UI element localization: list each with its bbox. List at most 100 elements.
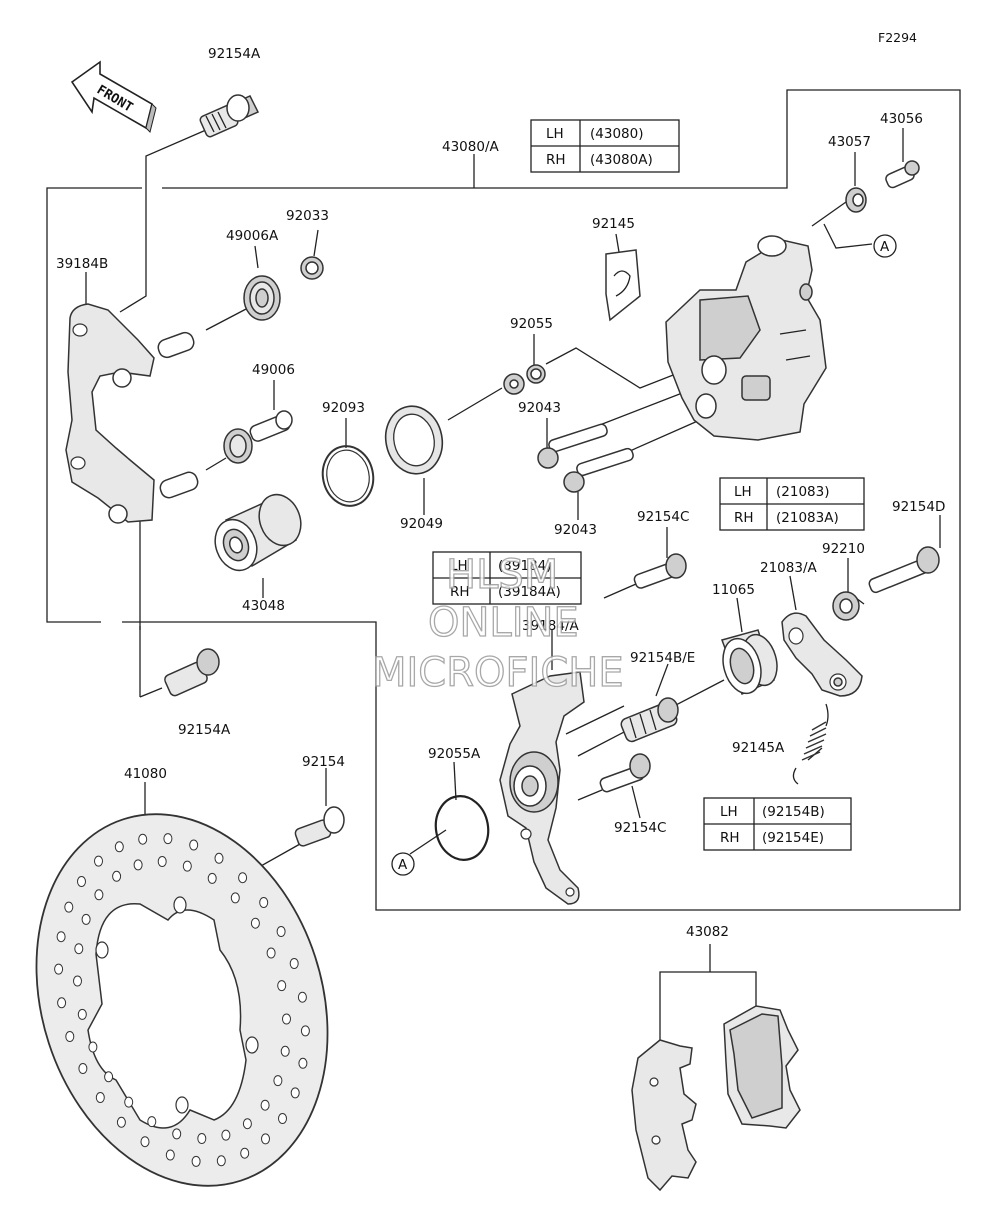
disc-vent-hole (238, 872, 248, 884)
disc-vent-hole (88, 1041, 98, 1053)
svg-text:RH: RH (720, 830, 740, 846)
disc-vent-hole (94, 855, 103, 867)
callout-92154D: 92154D (892, 499, 945, 515)
caliper-bracket-39184B (65, 303, 199, 524)
disc-vent-hole (277, 980, 287, 992)
disc-vent-hole (95, 1092, 105, 1103)
return-spring-92145A (792, 703, 829, 785)
front-arrow-icon: FRONT (70, 60, 157, 133)
piston-43048 (214, 493, 302, 572)
disc-vent-hole (216, 1155, 226, 1167)
disc-vent-hole (77, 1008, 87, 1020)
callout-92145: 92145 (592, 216, 635, 232)
disc-vent-hole (112, 870, 122, 882)
callout-43056: 43056 (880, 111, 923, 127)
svg-text:(43080): (43080) (590, 126, 643, 142)
disc-vent-hole (147, 1116, 157, 1128)
pad-spring-92145 (605, 249, 641, 322)
disc-vent-hole (297, 991, 307, 1003)
seal-92093 (321, 445, 375, 507)
brake-pad-43082-right (723, 1005, 801, 1129)
svg-text:LH: LH (546, 126, 564, 142)
svg-text:LH: LH (450, 558, 468, 574)
callout-43082: 43082 (686, 924, 729, 940)
disc-vent-hole (114, 841, 124, 853)
disc-vent-hole (94, 889, 104, 901)
disc-vent-hole (57, 997, 67, 1009)
lever-21083 (781, 612, 863, 697)
disc-vent-hole (54, 963, 64, 975)
callout-43080A: 43080/A (442, 139, 499, 155)
bolt-92154D (868, 546, 940, 594)
disc-vent-hole (282, 1013, 291, 1025)
callout-49006: 49006 (252, 362, 295, 378)
disc-vent-hole (157, 856, 167, 867)
svg-text:(92154B): (92154B) (762, 804, 825, 820)
bleeder-43056 (885, 160, 920, 189)
callout-92145A: 92145A (732, 740, 785, 756)
callout-49006A: 49006A (226, 228, 279, 244)
bushing-11065 (721, 629, 778, 696)
callout-92210: 92210 (822, 541, 865, 557)
callout-92055: 92055 (510, 316, 553, 332)
callout-92154A-bottom: 92154A (178, 722, 231, 738)
svg-text:LH: LH (720, 804, 738, 820)
svg-text:RH: RH (450, 584, 470, 600)
boot-49006A (243, 275, 281, 321)
disc-vent-hole (56, 931, 66, 943)
callout-92154BE: 92154B/E (630, 650, 695, 666)
callout-41080: 41080 (124, 766, 167, 782)
disc-vent-hole (65, 1031, 75, 1042)
disc-vent-hole (77, 876, 86, 887)
disc-vent-hole (197, 1133, 207, 1144)
disc-vent-hole (289, 958, 299, 969)
disc-vent-hole (242, 1118, 252, 1130)
bleeder-cap-43057 (845, 187, 867, 213)
oring-92055A (434, 795, 490, 861)
disc-vent-hole (116, 1116, 126, 1128)
disc-vent-hole (124, 1096, 134, 1108)
disc-vent-hole (138, 833, 148, 845)
disc-vent-hole (165, 1149, 175, 1161)
lh-rh-table-92154: LH (92154B) RH (92154E) (703, 797, 852, 851)
disc-vent-hole (290, 1087, 300, 1099)
disc-vent-hole (240, 1147, 250, 1159)
svg-text:(21083A): (21083A) (776, 510, 839, 526)
svg-text:(92154E): (92154E) (762, 830, 824, 846)
disc-vent-hole (230, 892, 240, 904)
callout-39184B: 39184B (56, 256, 108, 272)
disc-vent-hole (182, 860, 192, 872)
lh-rh-table-21083: LH (21083) RH (21083A) (719, 477, 865, 531)
callout-92049: 92049 (400, 516, 443, 532)
pin-92043-upper (537, 423, 608, 469)
callout-92154A-top: 92154A (208, 46, 261, 62)
callout-11065: 11065 (712, 582, 755, 598)
caliper-body-43080 (665, 235, 827, 441)
watermark: HLSM ONLINE MICROFICHE (371, 551, 624, 696)
svg-text:(21083): (21083) (776, 484, 829, 500)
bolt-92154C-top (633, 553, 687, 589)
disc-vent-hole (78, 1063, 88, 1074)
callout-92033: 92033 (286, 208, 329, 224)
watermark-line-2: ONLINE (428, 600, 579, 646)
reference-marker-a-bottom: A (391, 852, 415, 876)
disc-vent-hole (266, 947, 276, 959)
disc-vent-hole (298, 1057, 308, 1069)
disc-vent-holes (54, 833, 310, 1167)
disc-vent-hole (140, 1136, 150, 1148)
brake-pad-43082-left (631, 1039, 697, 1192)
callout-39184A: 39184/A (522, 618, 579, 634)
disc-vent-hole (280, 1045, 290, 1057)
disc-vent-hole (300, 1025, 310, 1037)
callout-43048: 43048 (242, 598, 285, 614)
svg-text:A: A (398, 857, 408, 873)
svg-text:(39184): (39184) (498, 558, 551, 574)
bolt-92154A-top (199, 94, 260, 138)
callout-92093: 92093 (322, 400, 365, 416)
parking-arm-39184A (499, 671, 585, 905)
lh-rh-table-43080: LH (43080) RH (43080A) (530, 119, 680, 173)
disc-vent-hole (260, 1099, 270, 1111)
callout-92154C-top: 92154C (637, 509, 689, 525)
lh-rh-table-39184: LH (39184) RH (39184A) (432, 551, 582, 605)
